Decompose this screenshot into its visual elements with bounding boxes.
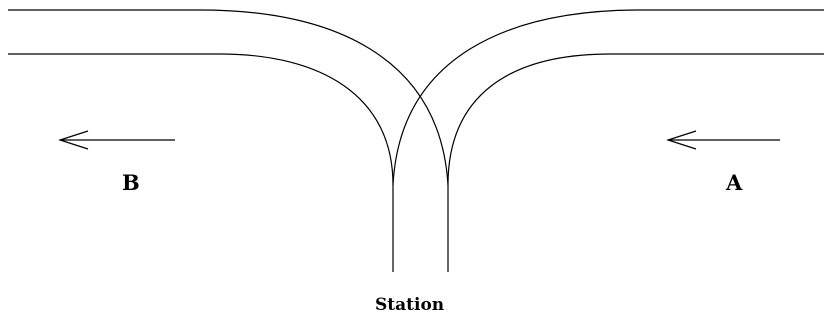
right-track-outer-rail [392,9,824,186]
right-track-inner-rail [447,53,824,186]
station-label: Station [375,295,444,315]
right-arrow-icon [666,130,780,150]
left-track-inner-rail [8,53,394,272]
direction-label-a: A [725,170,743,195]
left-track-outer-rail [8,9,449,272]
direction-label-b: B [122,170,140,195]
left-arrow-icon [58,130,175,150]
